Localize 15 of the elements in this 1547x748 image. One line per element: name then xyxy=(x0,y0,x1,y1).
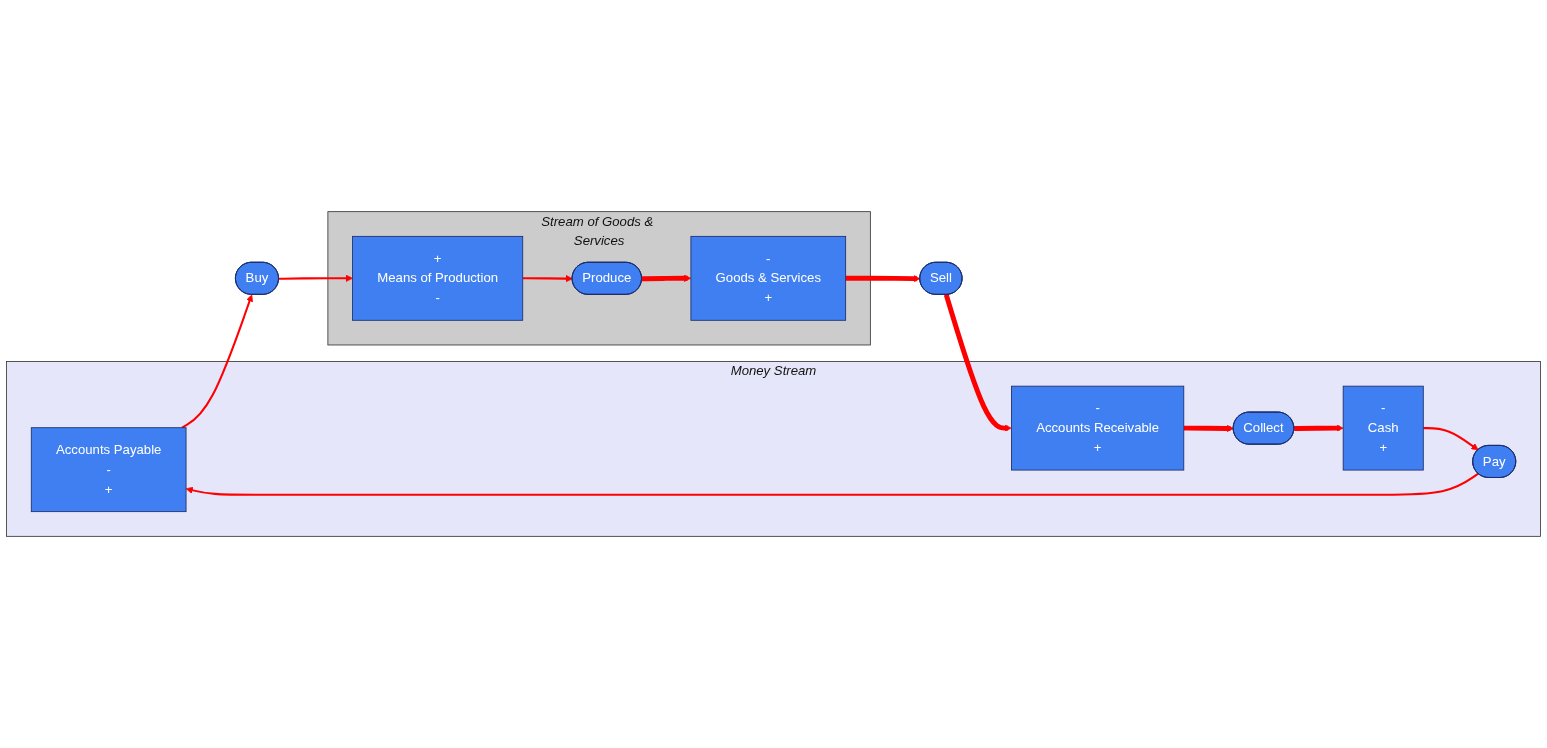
arrow xyxy=(1294,424,1344,432)
node-box: + Means of Production - xyxy=(352,235,524,321)
arrow xyxy=(943,294,1012,432)
arrow xyxy=(185,472,1479,496)
arrow xyxy=(522,275,573,283)
arrow xyxy=(1423,427,1479,451)
arrow xyxy=(181,294,254,429)
arrow xyxy=(278,274,353,282)
arrow xyxy=(1183,424,1234,433)
node-box: Accounts Payable - + xyxy=(30,427,187,513)
node-box: - Accounts Receivable + xyxy=(1011,385,1185,471)
arrow xyxy=(641,274,692,282)
node-box: - Goods & Services + xyxy=(690,235,847,321)
node-box: - Cash + xyxy=(1342,385,1424,471)
arrow xyxy=(845,275,921,283)
